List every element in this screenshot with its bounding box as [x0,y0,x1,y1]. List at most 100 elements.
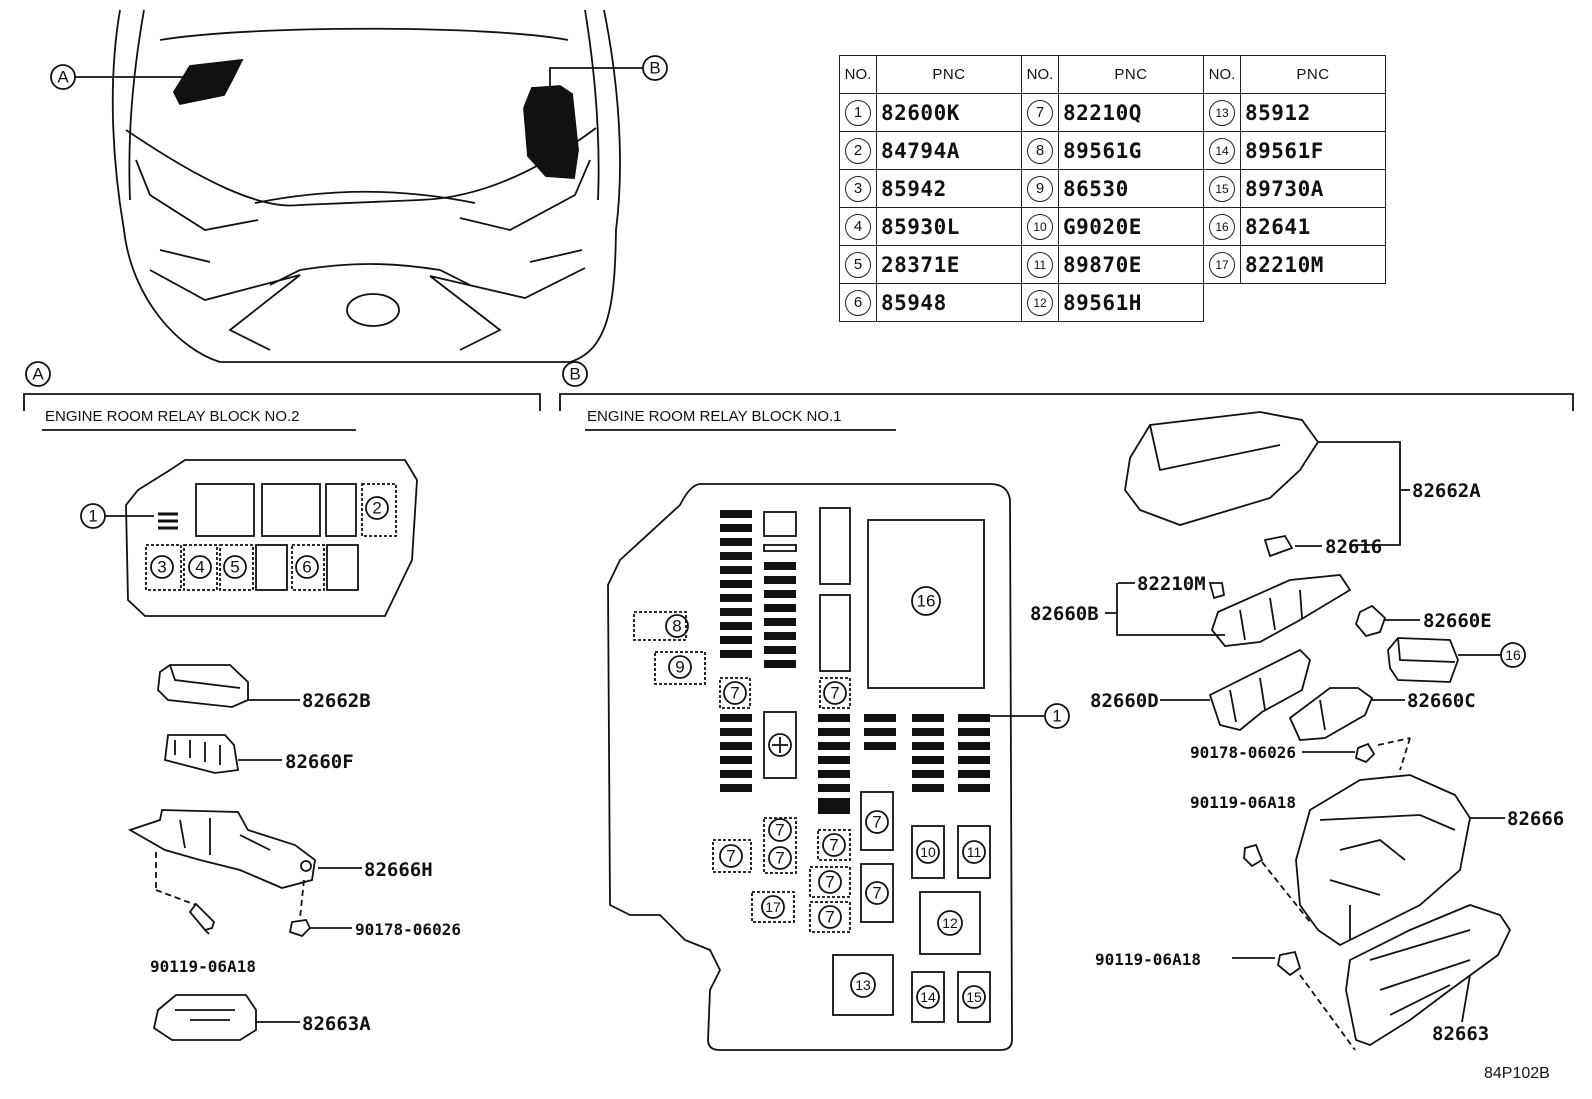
fuse-slot [720,714,752,722]
cell-pnc: 28371E [876,245,1022,284]
cell-no: 7 [1021,93,1059,132]
cell-pnc: 84794A [876,131,1022,170]
cell-no: 4 [839,207,877,246]
part-label: 90178-06026 [1190,743,1296,762]
fuse-slot [958,742,990,750]
part-label: 90119-06A18 [150,957,256,976]
block-b-num: 14 [920,989,936,1005]
block-b-num: 7 [775,849,784,868]
fuse-slot [818,756,850,764]
cover-82663a [152,994,257,1041]
fuse-slot [958,714,990,722]
fuse-slot [720,650,752,658]
part-label: 90119-06A18 [1190,793,1296,812]
fuse-slot [720,566,752,574]
cell-no: 10 [1021,207,1059,246]
block-b-num: 7 [730,684,739,703]
block-b-num: 9 [675,658,684,677]
fuse-slot [818,728,850,736]
fuse-slot [720,538,752,546]
cell-no: 12 [1021,283,1059,322]
block-b-num: 1 [1052,707,1061,726]
block-a-num: 3 [157,558,166,577]
cell-pnc: 85912 [1240,93,1386,132]
part-label: 82660E [1423,610,1492,632]
relay-block-a-location [172,58,244,106]
fuse-slot [720,622,752,630]
cell-no: 2 [839,131,877,170]
item-number-badge: 17 [1209,251,1235,278]
fuse-slot [864,742,896,750]
part-label: 82210M [1137,573,1206,595]
block-b-num: 7 [775,821,784,840]
fuse-slot [818,742,850,750]
section-a-marker: A [32,365,44,384]
block-b-num: 10 [920,844,936,860]
item-number-badge: 14 [1209,137,1235,164]
fuse-slot [958,728,990,736]
block-b-num: 7 [825,908,834,927]
cover-82662a [1124,411,1320,526]
cell-pnc: G9020E [1058,207,1204,246]
block-b-num: 15 [966,989,982,1005]
part-label: 82666H [364,859,433,881]
item-number-badge: 16 [1209,213,1235,240]
callout-a-label: A [57,68,69,87]
fuse-slot [720,594,752,602]
part-label: 82660C [1407,690,1476,712]
part-label: 82662A [1412,480,1481,502]
section-a-frame [23,393,541,411]
part-label: 82660B [1030,603,1099,625]
cell-no: 15 [1203,169,1241,208]
fuse-slot [720,756,752,764]
cassette-82660c [1288,687,1374,741]
relay-block-b-location [523,85,579,179]
block-b-num: 7 [825,873,834,892]
block-a-num: 5 [230,558,239,577]
item-number-badge: 13 [1209,99,1235,126]
block-b-num: 17 [765,899,781,915]
item-number-badge: 5 [845,251,871,278]
item-number-badge: 9 [1027,175,1053,202]
fuse-slot [912,714,944,722]
cell-no: 1 [839,93,877,132]
fuse-slot [864,728,896,736]
bracket-82666h [127,809,316,889]
block-a-num: 4 [195,558,204,577]
cell-pnc: 82641 [1240,207,1386,246]
col-header-pnc: PNC [1058,55,1204,94]
cell-no: 13 [1203,93,1241,132]
fuse-slot [912,756,944,764]
fuse-slot [864,714,896,722]
fuse-slot [764,660,796,668]
block-b-num: 11 [967,844,982,860]
fuse-slot [720,770,752,778]
fuse-stacks [720,510,990,814]
fuse-slot [764,646,796,654]
section-b-marker: B [569,365,580,384]
cell-pnc: 89561H [1058,283,1204,322]
cell-no: 5 [839,245,877,284]
cell-pnc: 85930L [876,207,1022,246]
block-b-num: 16 [917,592,936,611]
fuse-slot [720,608,752,616]
cell-pnc: 82600K [876,93,1022,132]
fuse-slot [912,728,944,736]
bolt-90119-a [188,902,216,935]
cover-82662b [157,664,249,708]
fuse-slot [764,632,796,640]
item-number-badge: 4 [845,213,871,240]
fuse-slot [764,604,796,612]
part-label: 82660D [1090,690,1159,712]
item-number-badge: 1 [845,99,871,126]
part-label: 82660F [285,751,354,773]
fuse-slot [912,742,944,750]
block-a-num: 1 [88,507,97,526]
block-b-num: 13 [855,977,871,993]
col-header-no: NO. [839,55,877,94]
part-label: 90119-06A18 [1095,950,1201,969]
